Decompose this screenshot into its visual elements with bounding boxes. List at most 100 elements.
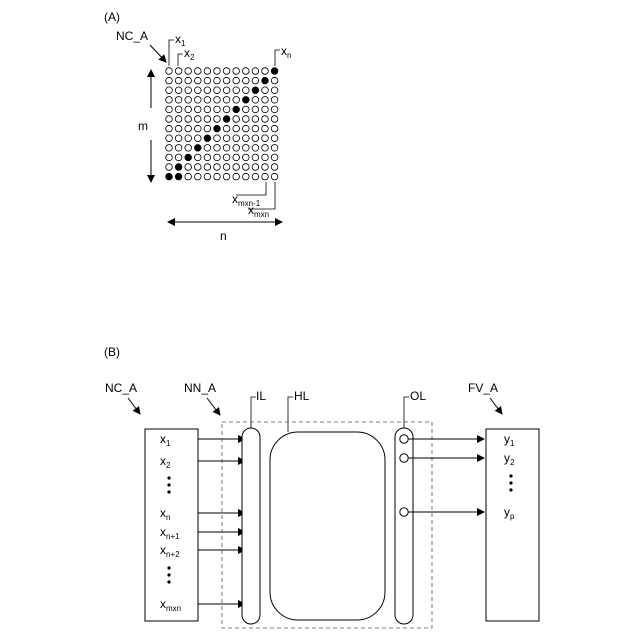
grid-dot <box>214 106 221 113</box>
output-block-label: FV_A <box>468 381 498 395</box>
x1-leader <box>169 40 174 66</box>
array-label: NC_A <box>116 29 148 43</box>
grid-dot-filled <box>166 173 173 180</box>
grid-dot <box>252 97 259 104</box>
grid-dot-filled <box>271 68 278 75</box>
input-block-label-arrow <box>128 398 140 414</box>
hidden-layer <box>270 432 385 620</box>
grid-dot <box>166 68 173 75</box>
grid-dot <box>185 97 192 104</box>
grid-dot <box>233 173 240 180</box>
grid-dot <box>185 87 192 94</box>
grid-dot <box>262 145 269 152</box>
grid-dot <box>233 97 240 104</box>
xn-callout: xn <box>281 44 291 60</box>
input-ellipsis-1 <box>167 476 170 493</box>
grid-dot <box>185 116 192 123</box>
grid-dot <box>223 97 230 104</box>
grid-dot <box>166 135 173 142</box>
panel-a-label: (A) <box>104 10 120 24</box>
grid-dot-filled <box>252 87 259 94</box>
grid-dot <box>166 154 173 161</box>
input-layer <box>242 428 260 624</box>
grid-dot <box>223 125 230 132</box>
grid-dot <box>233 164 240 171</box>
output-neuron <box>400 435 408 443</box>
grid-dot <box>214 116 221 123</box>
grid-dot <box>204 68 211 75</box>
grid-dot <box>271 97 278 104</box>
grid-dot <box>243 173 250 180</box>
grid-dot <box>262 125 269 132</box>
grid-dot <box>271 173 278 180</box>
grid-dot <box>271 106 278 113</box>
grid-dot <box>204 106 211 113</box>
grid-dot <box>195 68 202 75</box>
grid-dot <box>185 77 192 84</box>
m-label: m <box>138 119 148 133</box>
grid-dot <box>175 68 182 75</box>
grid-dot-filled <box>185 154 192 161</box>
grid-dot-filled <box>214 125 221 132</box>
grid-dot <box>195 173 202 180</box>
network-label-arrow <box>207 398 220 415</box>
network-label: NN_A <box>184 381 216 395</box>
grid-dot <box>195 135 202 142</box>
grid-dot <box>195 125 202 132</box>
grid-dot <box>166 97 173 104</box>
grid-dot <box>185 135 192 142</box>
grid-dot <box>271 135 278 142</box>
grid-dot <box>243 106 250 113</box>
grid-dot-filled <box>175 173 182 180</box>
grid-dot <box>223 154 230 161</box>
grid-dot <box>223 106 230 113</box>
grid-dot <box>204 77 211 84</box>
grid-dot <box>195 116 202 123</box>
grid-dot <box>271 145 278 152</box>
grid-dot <box>271 116 278 123</box>
grid-dot <box>204 97 211 104</box>
grid-dot <box>166 106 173 113</box>
grid-dot <box>214 97 221 104</box>
grid-dot <box>223 87 230 94</box>
grid-dot <box>175 87 182 94</box>
grid-dot <box>175 97 182 104</box>
grid-dot <box>243 87 250 94</box>
output-ellipsis <box>509 474 512 491</box>
grid-dot <box>175 116 182 123</box>
grid-dot <box>271 164 278 171</box>
dot-grid <box>166 68 278 180</box>
grid-dot <box>252 173 259 180</box>
grid-dot <box>233 125 240 132</box>
grid-dot <box>195 164 202 171</box>
grid-dot-filled <box>233 106 240 113</box>
grid-dot <box>175 125 182 132</box>
grid-dot <box>175 154 182 161</box>
grid-dot <box>223 68 230 75</box>
grid-dot <box>204 125 211 132</box>
n-label: n <box>220 229 227 243</box>
grid-dot <box>243 154 250 161</box>
grid-dot <box>204 173 211 180</box>
grid-dot <box>233 116 240 123</box>
grid-dot <box>214 87 221 94</box>
grid-dot <box>271 154 278 161</box>
grid-dot <box>233 77 240 84</box>
grid-dot <box>185 68 192 75</box>
input-block <box>145 429 198 621</box>
grid-dot <box>166 164 173 171</box>
grid-dot <box>252 164 259 171</box>
grid-dot <box>175 106 182 113</box>
grid-dot <box>175 77 182 84</box>
output-block-label-arrow <box>490 398 502 414</box>
grid-dot-filled <box>223 116 230 123</box>
grid-dot <box>214 68 221 75</box>
array-label-arrow <box>150 45 166 62</box>
xmn-1-leader <box>236 182 266 195</box>
grid-dot <box>271 87 278 94</box>
grid-dot <box>166 116 173 123</box>
grid-dot <box>252 135 259 142</box>
panel-a: (A) NC_A x1 x2 xn m xmxn-1 xmxn n <box>104 10 291 243</box>
grid-dot-filled <box>204 135 211 142</box>
